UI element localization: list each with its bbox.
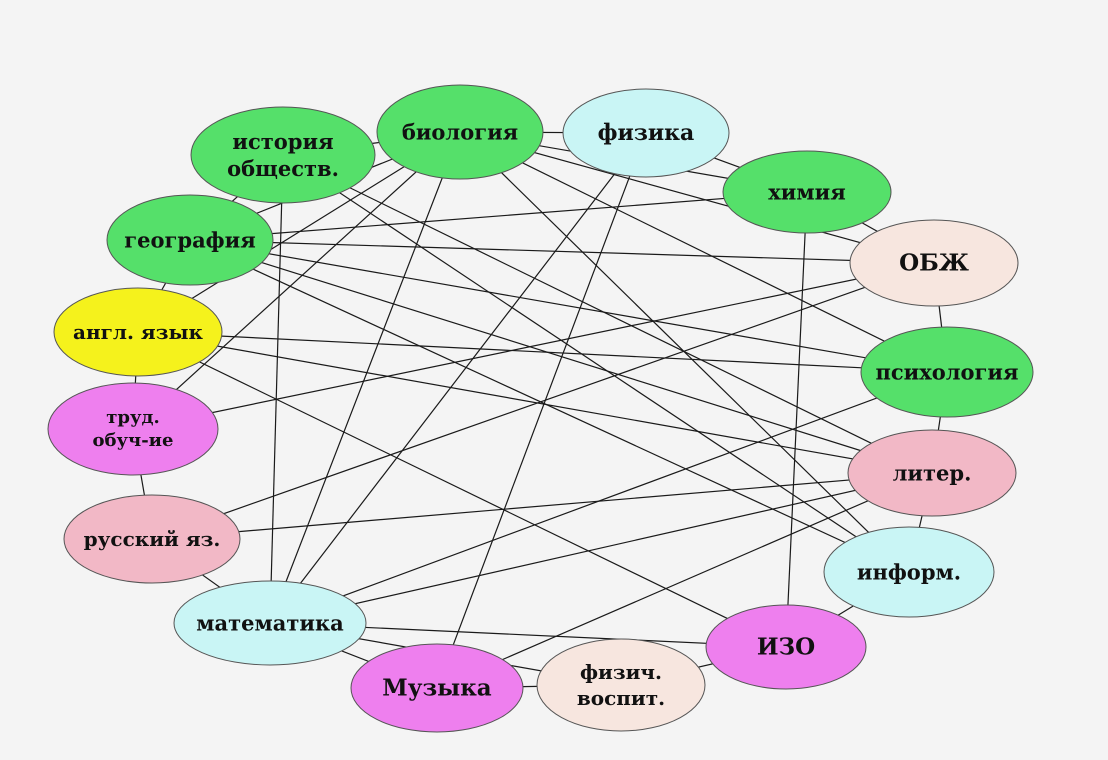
node-label-pe: воспит. [577,686,665,710]
node-label-history: история [232,129,333,154]
node-informatics: информ. [823,526,995,618]
node-ellipse-psychology [860,326,1034,418]
edge-biology-labor [132,131,461,430]
edge-informatics-geography [189,239,910,573]
edge-art-english [137,331,787,648]
edge-physics-math [269,132,647,624]
edge-chemistry-geography [189,191,808,241]
node-ellipse-math [173,580,367,666]
node-chemistry: химия [722,150,892,234]
node-art: ИЗО [705,604,867,690]
node-label-english: англ. язык [73,320,203,344]
node-ellipse-labor [47,382,219,476]
node-ellipse-music [350,643,524,733]
node-label-physics: физика [598,120,695,146]
edge-history-literature [282,154,933,474]
node-music: Музыка [350,643,524,733]
node-biology: биология [376,84,544,180]
node-ellipse-informatics [823,526,995,618]
edge-literature-russian [151,472,933,540]
node-ellipse-geography [106,194,274,286]
node-russian: русский яз. [63,494,241,584]
node-ellipse-obzh [849,219,1019,307]
edge-literature-math [269,472,933,624]
node-ellipse-physics [562,88,730,178]
edge-russian-obzh [151,262,935,540]
node-literature: литер. [847,429,1017,517]
edge-psychology-english [137,331,948,373]
node-ellipse-chemistry [722,150,892,234]
node-label-obzh: ОБЖ [899,250,969,277]
node-physics: физика [562,88,730,178]
node-label-informatics: информ. [857,560,961,585]
node-label-russian: русский яз. [84,527,221,551]
node-obzh: ОБЖ [849,219,1019,307]
node-label-psychology: психология [875,360,1018,385]
node-ellipse-russian [63,494,241,584]
node-ellipse-history [190,106,376,204]
node-psychology: психология [860,326,1034,418]
node-label-history: обществ. [227,156,339,181]
node-ellipse-art [705,604,867,690]
edge-biology-math [269,131,461,624]
node-pe: физич.воспит. [536,638,706,732]
edge-biology-psychology [459,131,948,373]
node-label-pe: физич. [580,660,662,684]
node-label-geography: география [124,228,255,253]
node-english: англ. язык [53,287,223,377]
edge-literature-geography [189,239,933,474]
node-label-labor: труд. [106,407,160,428]
node-label-math: математика [196,611,344,636]
node-label-biology: биология [402,120,518,145]
node-label-labor: обуч-ие [93,430,174,451]
edge-literature-music [436,472,933,689]
edge-chemistry-art [785,191,808,648]
node-label-literature: литер. [893,461,972,486]
edge-history-math [269,154,284,624]
node-label-chemistry: химия [768,180,845,205]
node-label-music: Музыка [382,675,492,702]
node-ellipse-biology [376,84,544,180]
node-labor: труд.обуч-ие [47,382,219,476]
edge-physics-music [436,132,647,689]
node-label-art: ИЗО [757,634,815,661]
node-ellipse-english [53,287,223,377]
edge-obzh-labor [132,262,935,430]
edge-biology-obzh [459,131,935,264]
node-ellipse-pe [536,638,706,732]
node-geography: география [106,194,274,286]
edge-psychology-geography [189,239,948,373]
node-math: математика [173,580,367,666]
node-ellipse-literature [847,429,1017,517]
edge-literature-english [137,331,933,474]
edge-obzh-geography [189,239,935,264]
edge-psychology-math [269,371,948,624]
